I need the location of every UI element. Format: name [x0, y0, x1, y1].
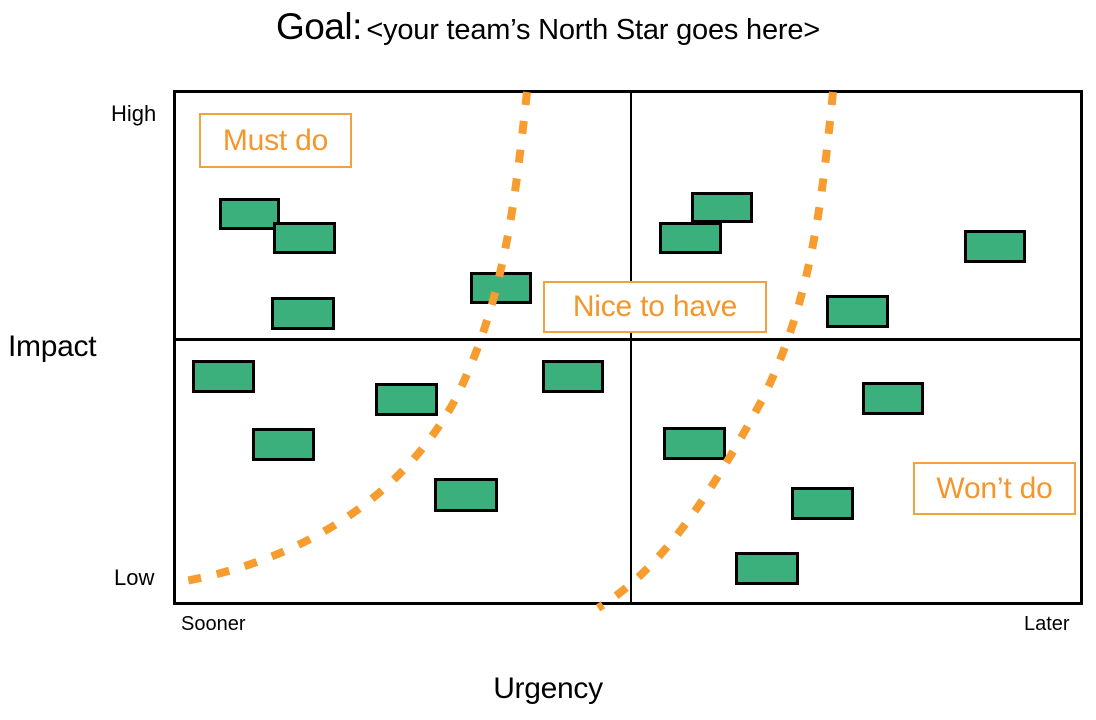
- item-card[interactable]: [192, 360, 255, 393]
- page-title: Goal: <your team’s North Star goes here>: [0, 6, 1096, 48]
- quadrant-label-must-do[interactable]: Must do: [199, 113, 352, 168]
- item-card[interactable]: [791, 487, 854, 520]
- item-card[interactable]: [964, 230, 1026, 263]
- item-card[interactable]: [691, 192, 753, 223]
- item-card[interactable]: [434, 478, 498, 512]
- item-card[interactable]: [542, 360, 604, 393]
- item-card[interactable]: [219, 198, 280, 230]
- item-card[interactable]: [252, 428, 315, 461]
- item-card[interactable]: [375, 383, 438, 416]
- x-axis-label: Urgency: [493, 672, 603, 705]
- urgency-midline-divider: [630, 90, 632, 605]
- impact-midline-divider: [173, 338, 1083, 341]
- item-card[interactable]: [470, 272, 532, 304]
- item-card[interactable]: [862, 382, 924, 415]
- y-axis-tick-low: Low: [114, 565, 155, 590]
- quadrant-label-must-do-text: Must do: [222, 123, 329, 157]
- title-goal-placeholder: <your team’s North Star goes here>: [366, 14, 821, 46]
- item-card[interactable]: [271, 297, 335, 330]
- quadrant-label-wont-do[interactable]: Won’t do: [913, 462, 1076, 515]
- y-axis-label: Impact: [8, 330, 97, 363]
- item-card[interactable]: [735, 552, 799, 585]
- y-axis-tick-high: High: [111, 101, 157, 126]
- quadrant-label-nice-to-have-text: Nice to have: [572, 290, 738, 323]
- x-axis-tick-later: Later: [1024, 613, 1070, 635]
- item-card[interactable]: [826, 295, 889, 328]
- quadrant-label-wont-do-text: Won’t do: [936, 471, 1053, 505]
- quadrant-label-nice-to-have[interactable]: Nice to have: [543, 281, 767, 333]
- x-axis-tick-sooner: Sooner: [181, 613, 246, 635]
- item-card[interactable]: [273, 222, 336, 254]
- title-goal-prefix: Goal:: [275, 6, 362, 47]
- item-card[interactable]: [663, 427, 726, 460]
- item-card[interactable]: [659, 222, 722, 254]
